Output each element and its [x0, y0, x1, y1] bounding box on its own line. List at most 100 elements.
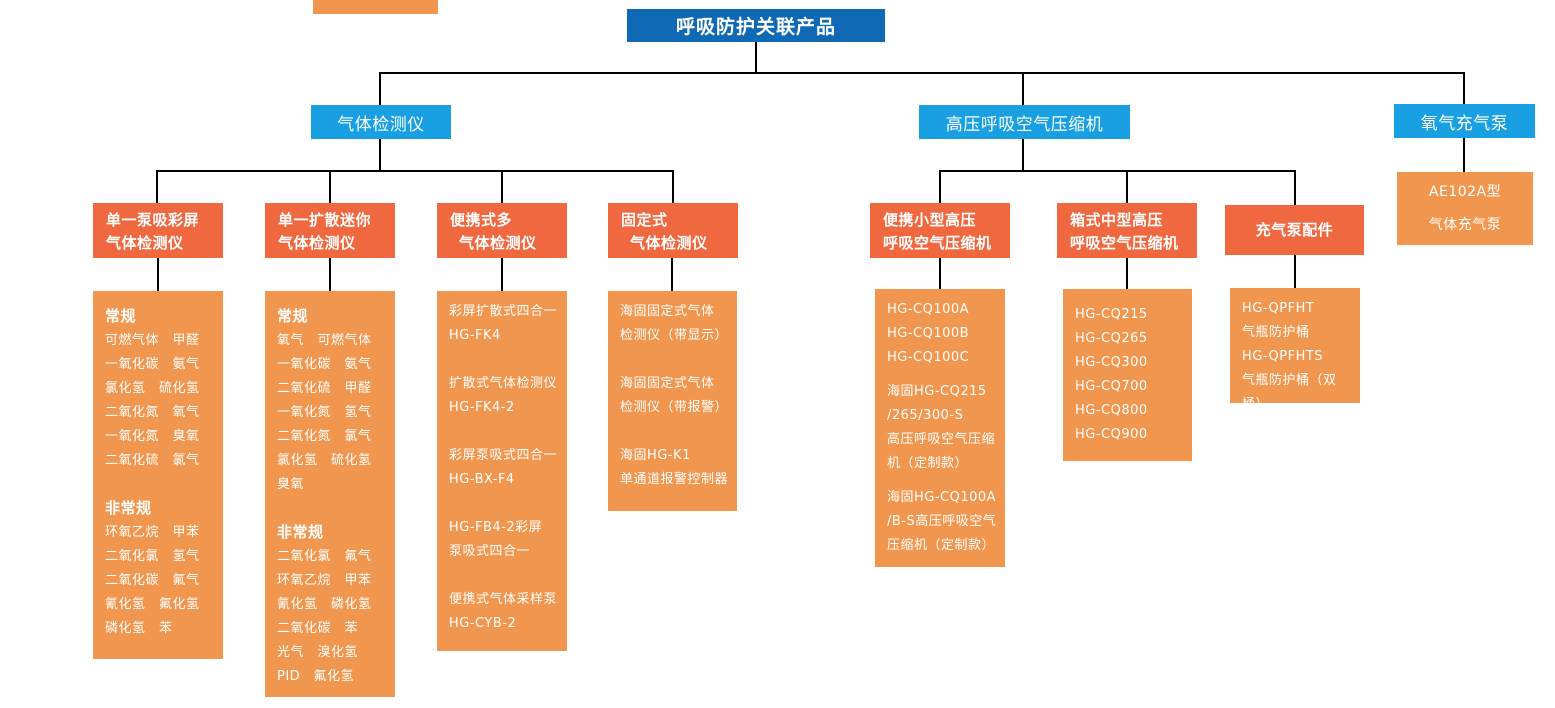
node-compressor: 高压呼吸空气压缩机 [919, 105, 1130, 139]
gas-item: 磷化氢 苯 [105, 621, 173, 636]
product-line: HG-QPFHT [1242, 301, 1315, 316]
connector-line [157, 258, 159, 291]
node-cat-portable-small-compressor: 便携小型高压 呼吸空气压缩机 [870, 203, 1010, 258]
product-block: HG-FB4-2彩屏泵吸式四合一 [449, 516, 562, 564]
product-line: 彩屏扩散式四合一 [449, 304, 558, 319]
connector-line [156, 170, 674, 172]
product-line: HG-FK4 [449, 328, 501, 343]
product-line: 压缩机（定制款） [887, 538, 996, 553]
gas-item: 一氧化氮 臭氧 [105, 429, 200, 444]
product-line: HG-CYB-2 [449, 616, 517, 631]
gas-item: 二氧化碳 苯 [277, 621, 359, 636]
leaf-diffusion-mini: 常规氧气 可燃气体一氧化碳 氨气二氧化硫 甲醛一氧化氮 氢气二氧化氮 氯气氯化氢… [265, 291, 395, 697]
gas-item: 氰化氢 氟化氢 [105, 597, 200, 612]
connector-line [379, 72, 381, 105]
node-cat-diffusion-mini: 单一扩散迷你 气体检测仪 [265, 203, 395, 258]
product-line: HG-CQ100B [887, 326, 970, 341]
leaf-line: 气体充气泵 [1428, 216, 1502, 233]
category-label-line: 呼吸空气压缩机 [883, 234, 992, 252]
product-line: 单通道报警控制器 [620, 472, 729, 487]
connector-line [1126, 170, 1128, 203]
product-line: HG-CQ900 [1075, 427, 1148, 442]
connector-line [1294, 255, 1296, 288]
product-block: 海固HG-K1 单通道报警控制器 [620, 444, 732, 492]
gas-item: 一氧化氮 氢气 [277, 405, 372, 420]
product-line: 气瓶防护桶（双桶） [1242, 373, 1337, 412]
branch-label: 高压呼吸空气压缩机 [945, 114, 1104, 135]
category-label-line: 便携小型高压 [883, 211, 977, 229]
gas-item: PID 氟化氢 [277, 669, 355, 684]
category-label-line: 充气泵配件 [1255, 220, 1334, 239]
gas-item: 二氧化硫 甲醛 [277, 381, 372, 396]
product-line: HG-CQ100A [887, 302, 970, 317]
gas-item: 环氧乙烷 甲苯 [277, 573, 372, 588]
section-heading: 非常规 [105, 499, 152, 517]
section-heading: 常规 [105, 307, 137, 325]
category-label-line: 气体检测仪 [106, 234, 184, 252]
product-line: HG-BX-F4 [449, 472, 515, 487]
product-line: HG-CQ300 [1075, 355, 1148, 370]
connector-line [1294, 170, 1296, 205]
root-label: 呼吸防护关联产品 [675, 16, 836, 38]
product-line: 海固固定式气体 [620, 376, 715, 391]
node-cat-pump-accessories: 充气泵配件 [1225, 205, 1364, 255]
connector-line [329, 170, 331, 203]
leaf-ae102a-pump: AE102A型 气体充气泵 [1397, 172, 1533, 245]
product-line: 检测仪（带报警） [620, 400, 729, 415]
product-line: 气瓶防护桶 [1242, 325, 1310, 340]
product-line: 海固HG-CQ100A [887, 490, 997, 505]
leaf-section: 非常规环氧乙烷 甲苯二氧化氯 氢气二氧化碳 氟气氰化氢 氟化氢磷化氢 苯 [105, 495, 218, 641]
node-cat-fixed: 固定式 气体检测仪 [608, 203, 738, 258]
node-cat-box-medium-compressor: 箱式中型高压 呼吸空气压缩机 [1057, 203, 1197, 258]
gas-item: 二氧化氯 氟气 [277, 549, 372, 564]
section-heading: 常规 [277, 307, 309, 325]
connector-line [501, 258, 503, 291]
leaf-line: AE102A型 [1428, 183, 1502, 200]
product-line: HG-FB4-2彩屏 [449, 520, 543, 535]
connector-line [671, 258, 673, 291]
connector-line [1022, 139, 1024, 171]
connector-line [329, 258, 331, 291]
gas-item: 氰化氢 磷化氢 [277, 597, 372, 612]
node-cat-portable-multi: 便携式多 气体检测仪 [437, 203, 567, 258]
leaf-pump-color-screen: 常规可燃气体 甲醛一氧化碳 氨气氯化氢 硫化氢二氧化氮 氧气一氧化氮 臭氧二氧化… [93, 291, 223, 659]
connector-line [755, 42, 757, 74]
leaf-pump-accessories: HG-QPFHT 气瓶防护桶 HG-QPFHTS 气瓶防护桶（双桶） [1230, 288, 1360, 412]
category-label-line: 箱式中型高压 [1070, 211, 1164, 229]
gas-item: 光气 溴化氢 [277, 645, 359, 660]
product-block: 彩屏扩散式四合一 HG-FK4 [449, 300, 562, 348]
product-line: HG-QPFHTS [1242, 349, 1324, 364]
leaf-section: 非常规二氧化氯 氟气环氧乙烷 甲苯氰化氢 磷化氢二氧化碳 苯光气 溴化氢 PID … [277, 519, 390, 689]
gas-item: 氧气 可燃气体 [277, 333, 372, 348]
gas-item: 臭氧 [277, 477, 305, 492]
category-label-line: 固定式 [621, 211, 668, 229]
gas-item: 氯化氢 硫化氢 [105, 381, 200, 396]
product-line: 海固HG-K1 [620, 448, 691, 463]
connector-line [939, 258, 941, 289]
product-line: 海固HG-CQ215 [887, 384, 987, 399]
product-line: 检测仪（带显示） [620, 328, 729, 343]
node-gas-detector: 气体检测仪 [311, 105, 451, 139]
gas-item: 二氧化氯 氢气 [105, 549, 200, 564]
product-line: 机（定制款） [887, 456, 969, 471]
node-cat-pump-color-screen: 单一泵吸彩屏 气体检测仪 [93, 203, 223, 258]
leaf-section: 常规氧气 可燃气体一氧化碳 氨气二氧化硫 甲醛一氧化氮 氢气二氧化氮 氯气氯化氢… [277, 303, 390, 497]
gas-item: 二氧化氮 氯气 [277, 429, 372, 444]
product-line: HG-CQ100C [887, 350, 970, 365]
section-heading: 非常规 [277, 523, 324, 541]
product-line: 泵吸式四合一 [449, 544, 531, 559]
connector-line [1463, 138, 1465, 172]
gas-item: 环氧乙烷 甲苯 [105, 525, 200, 540]
leaf-fixed: 海固固定式气体检测仪（带显示） 海固固定式气体检测仪（带报警） 海固HG-K1 单通道… [608, 291, 737, 511]
branch-label: 氧气充气泵 [1420, 113, 1509, 134]
connector-line [1022, 72, 1024, 105]
product-line: HG-CQ265 [1075, 331, 1148, 346]
product-line: 海固固定式气体 [620, 304, 715, 319]
